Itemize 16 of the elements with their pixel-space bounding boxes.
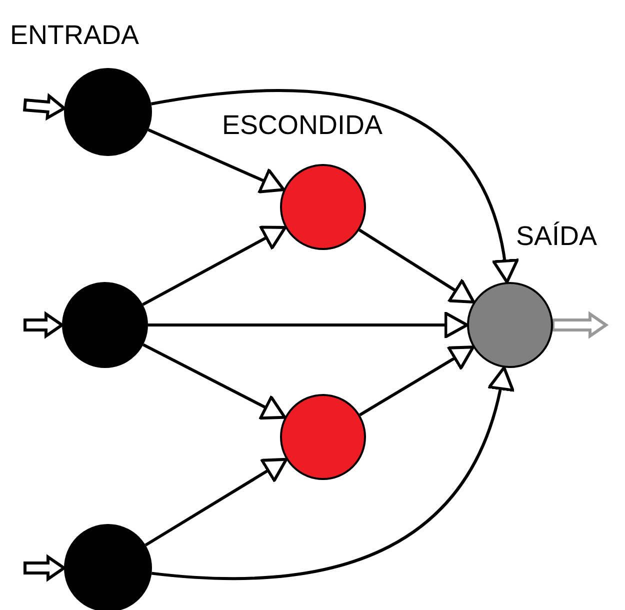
connection-arrow: [148, 312, 468, 338]
connection-arrow: [358, 228, 476, 304]
connection-arrow: [152, 366, 514, 580]
input-arrow: [24, 311, 65, 339]
connection-arrow: [148, 128, 286, 194]
layer-label: SAÍDA: [516, 223, 598, 250]
connection-arrow: [142, 226, 287, 306]
input-arrow: [24, 554, 67, 582]
connection-arrow: [142, 343, 286, 420]
output-arrow: [552, 311, 609, 339]
layer-label: ESCONDIDA: [222, 112, 383, 139]
layer-label: ENTRADA: [10, 22, 140, 49]
input-arrow: [22, 93, 67, 121]
connection-arrow: [151, 90, 518, 284]
connection-arrow: [359, 346, 475, 416]
connection-arrow: [144, 458, 288, 546]
